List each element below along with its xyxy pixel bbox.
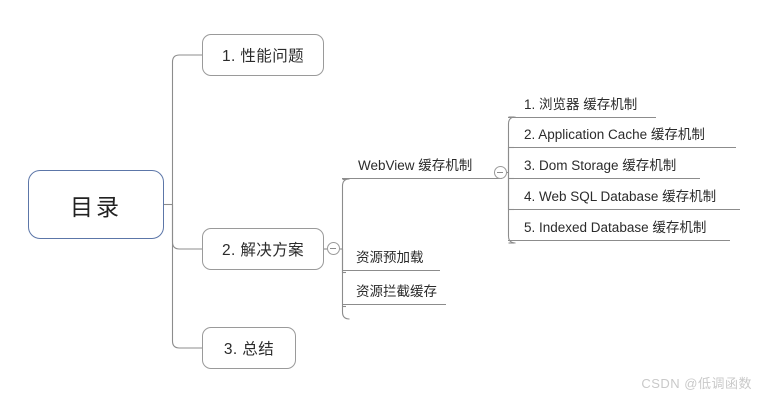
node-resource-preload[interactable]: 资源预加载 [342, 251, 440, 271]
connector-level2-branch-2 [171, 204, 202, 250]
node-summary[interactable]: 3. 总结 [202, 327, 296, 369]
minus-circle-icon-webview[interactable] [494, 166, 507, 179]
node-solution[interactable]: 2. 解决方案 [202, 228, 324, 270]
node-resource-intercept-cache-label: 资源拦截缓存 [356, 284, 437, 299]
node-resource-intercept-cache[interactable]: 资源拦截缓存 [342, 285, 446, 305]
node-resource-preload-label: 资源预加载 [356, 250, 424, 265]
node-cache-indexed-database[interactable]: 5. Indexed Database 缓存机制 [508, 221, 730, 241]
connector-level2-branch-1 [171, 54, 202, 205]
root-node-label: 目录 [70, 193, 122, 220]
connector-level3-trunk [341, 178, 350, 249]
node-cache-browser-label: 1. 浏览器 缓存机制 [524, 97, 638, 112]
node-cache-application-cache[interactable]: 2. Application Cache 缓存机制 [508, 128, 736, 148]
node-cache-web-sql-database[interactable]: 4. Web SQL Database 缓存机制 [508, 190, 740, 210]
node-summary-label: 3. 总结 [223, 341, 275, 358]
node-webview-cache-label: WebView 缓存机制 [358, 158, 473, 173]
node-solution-label: 2. 解决方案 [221, 242, 305, 259]
node-cache-web-sql-database-label: 4. Web SQL Database 缓存机制 [524, 189, 717, 204]
node-performance-issue-label: 1. 性能问题 [221, 48, 305, 65]
node-cache-dom-storage[interactable]: 3. Dom Storage 缓存机制 [508, 159, 700, 179]
minus-circle-icon-solution[interactable] [327, 242, 340, 255]
watermark: CSDN @低调函数 [641, 376, 752, 391]
connector-level2-branch-3 [171, 204, 202, 349]
root-node[interactable]: 目录 [28, 170, 164, 239]
node-webview-cache[interactable]: WebView 缓存机制 [342, 159, 502, 179]
node-cache-application-cache-label: 2. Application Cache 缓存机制 [524, 127, 705, 142]
node-cache-browser[interactable]: 1. 浏览器 缓存机制 [508, 98, 656, 118]
node-cache-indexed-database-label: 5. Indexed Database 缓存机制 [524, 220, 707, 235]
node-performance-issue[interactable]: 1. 性能问题 [202, 34, 324, 76]
node-cache-dom-storage-label: 3. Dom Storage 缓存机制 [524, 158, 677, 173]
